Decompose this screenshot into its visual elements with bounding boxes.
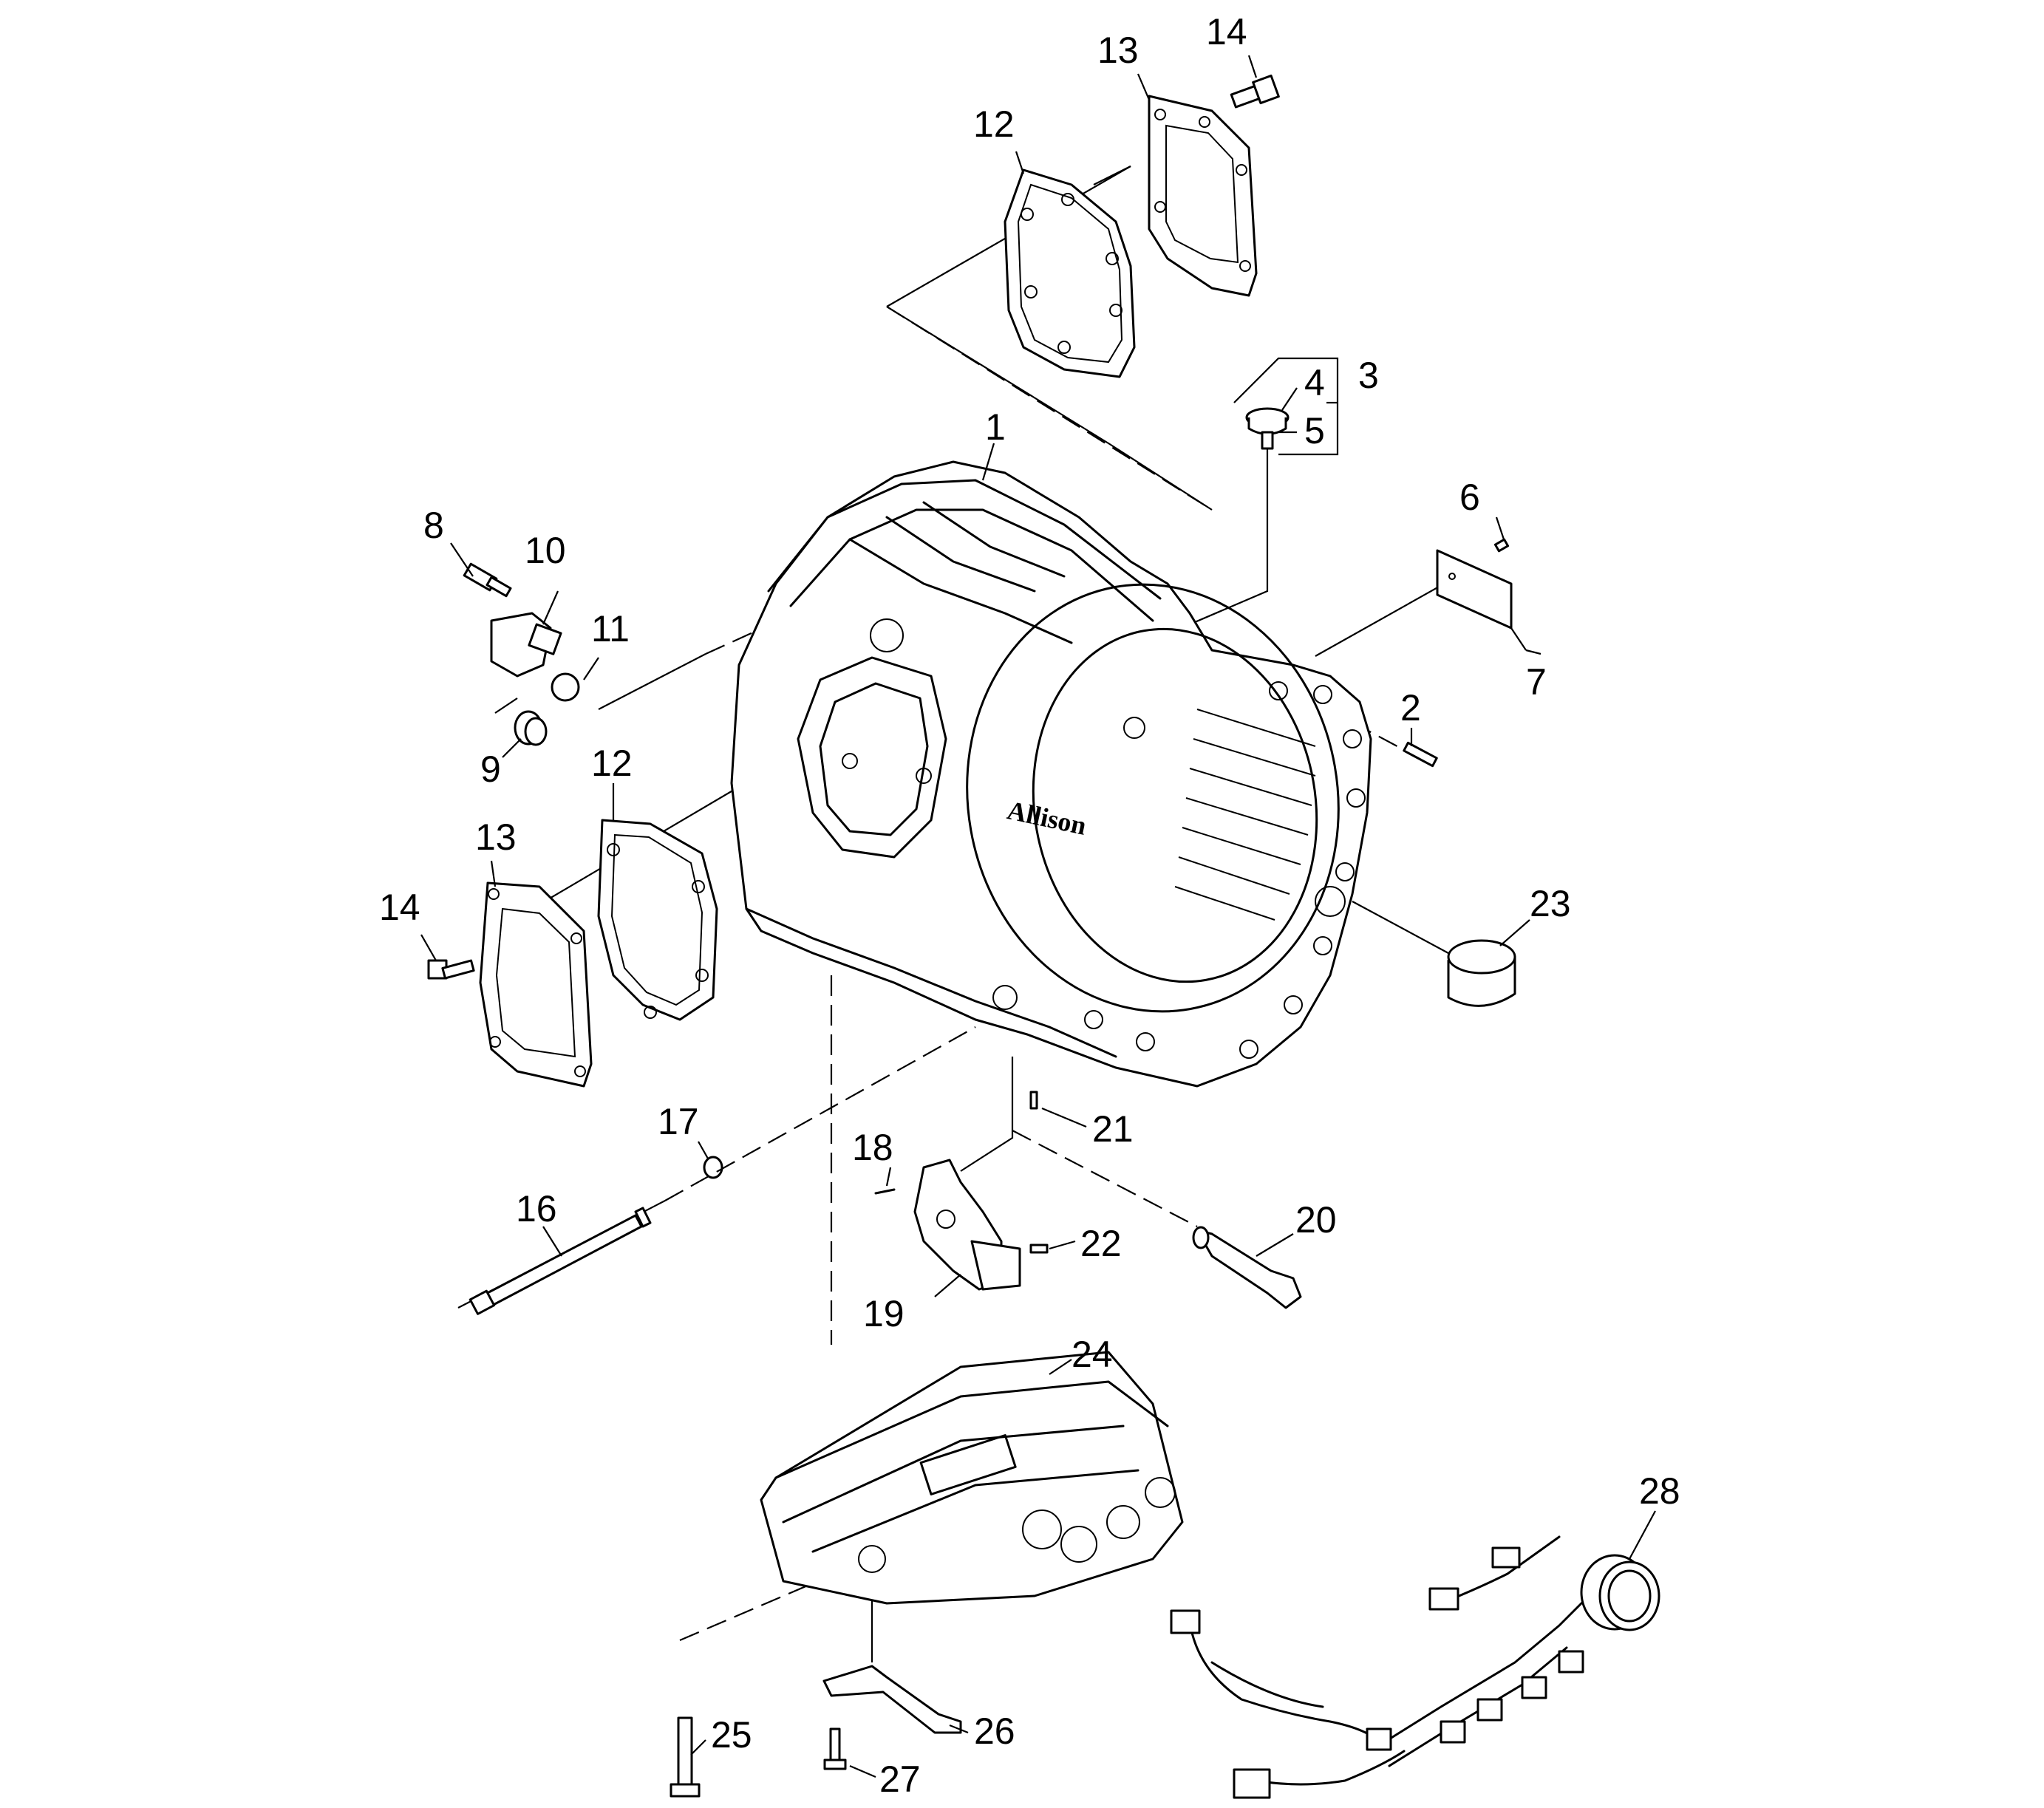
callout-7: 7: [1526, 661, 1547, 703]
detent-lever-19: [913, 1159, 1021, 1291]
callout-leaders: [450, 55, 1656, 1778]
callout-13-side: 13: [475, 816, 517, 858]
callout-26: 26: [974, 1710, 1015, 1752]
pin-21: [1029, 1091, 1038, 1110]
plate-7: [1436, 538, 1527, 651]
harness-connector: [1580, 1554, 1660, 1631]
callout-28: 28: [1639, 1470, 1680, 1512]
valve-body-24: [760, 1351, 1184, 1605]
housing-splines: [1174, 709, 1316, 921]
callout-4: 4: [1304, 362, 1325, 403]
callout-13-top: 13: [1097, 30, 1139, 71]
bolt-14-side: [420, 934, 475, 980]
callout-16: 16: [516, 1188, 557, 1229]
callout-5: 5: [1304, 410, 1325, 451]
screw-27: [823, 1727, 847, 1770]
pin-18: [874, 1188, 896, 1195]
callout-10: 10: [525, 530, 566, 571]
bracket-26: [822, 1665, 962, 1734]
callout-24: 24: [1072, 1334, 1113, 1375]
gasket-12-side: [597, 819, 718, 1021]
callout-14-top: 14: [1206, 11, 1247, 52]
callout-25: 25: [711, 1714, 752, 1756]
callout-6: 6: [1459, 477, 1480, 518]
sensor-20: [1192, 1226, 1302, 1309]
callouts: 1 2 3 4 5 6 7 8 9 10 11 12 12 13 13 14 1…: [379, 11, 1680, 1800]
bolt-14-top: [1230, 74, 1280, 109]
gasket-12-top: [1004, 168, 1136, 378]
callout-22: 22: [1080, 1223, 1122, 1264]
callout-17: 17: [658, 1101, 699, 1142]
callout-18: 18: [852, 1127, 893, 1168]
seal-17: [703, 1156, 723, 1179]
callout-8: 8: [423, 505, 444, 546]
shaft-16: [469, 1207, 652, 1315]
speed-sensor-10: [463, 562, 580, 714]
callout-9: 9: [480, 748, 501, 790]
breather-assembly-3: [1233, 357, 1339, 456]
screw-22: [1029, 1244, 1049, 1254]
cover-13-top: [1148, 95, 1258, 297]
pin-2: [1403, 741, 1438, 768]
callout-14-side: 14: [379, 887, 420, 928]
callout-12-side: 12: [591, 743, 633, 784]
transmission-housing-1: Allison: [730, 460, 1372, 1088]
bolt-25: [670, 1716, 701, 1798]
spacer-9: [514, 710, 548, 746]
callout-20: 20: [1295, 1199, 1337, 1241]
callout-3: 3: [1358, 355, 1379, 396]
callout-12-top: 12: [973, 103, 1015, 145]
callout-1: 1: [985, 406, 1006, 448]
callout-2: 2: [1400, 687, 1421, 729]
callout-19: 19: [863, 1293, 905, 1334]
wiring-harness-28: [1170, 1535, 1660, 1799]
callout-21: 21: [1092, 1108, 1134, 1150]
cover-13-side: [479, 881, 593, 1088]
callout-23: 23: [1530, 883, 1571, 924]
callout-11: 11: [591, 608, 630, 649]
plug-23: [1447, 939, 1516, 1007]
callout-27: 27: [879, 1758, 921, 1800]
